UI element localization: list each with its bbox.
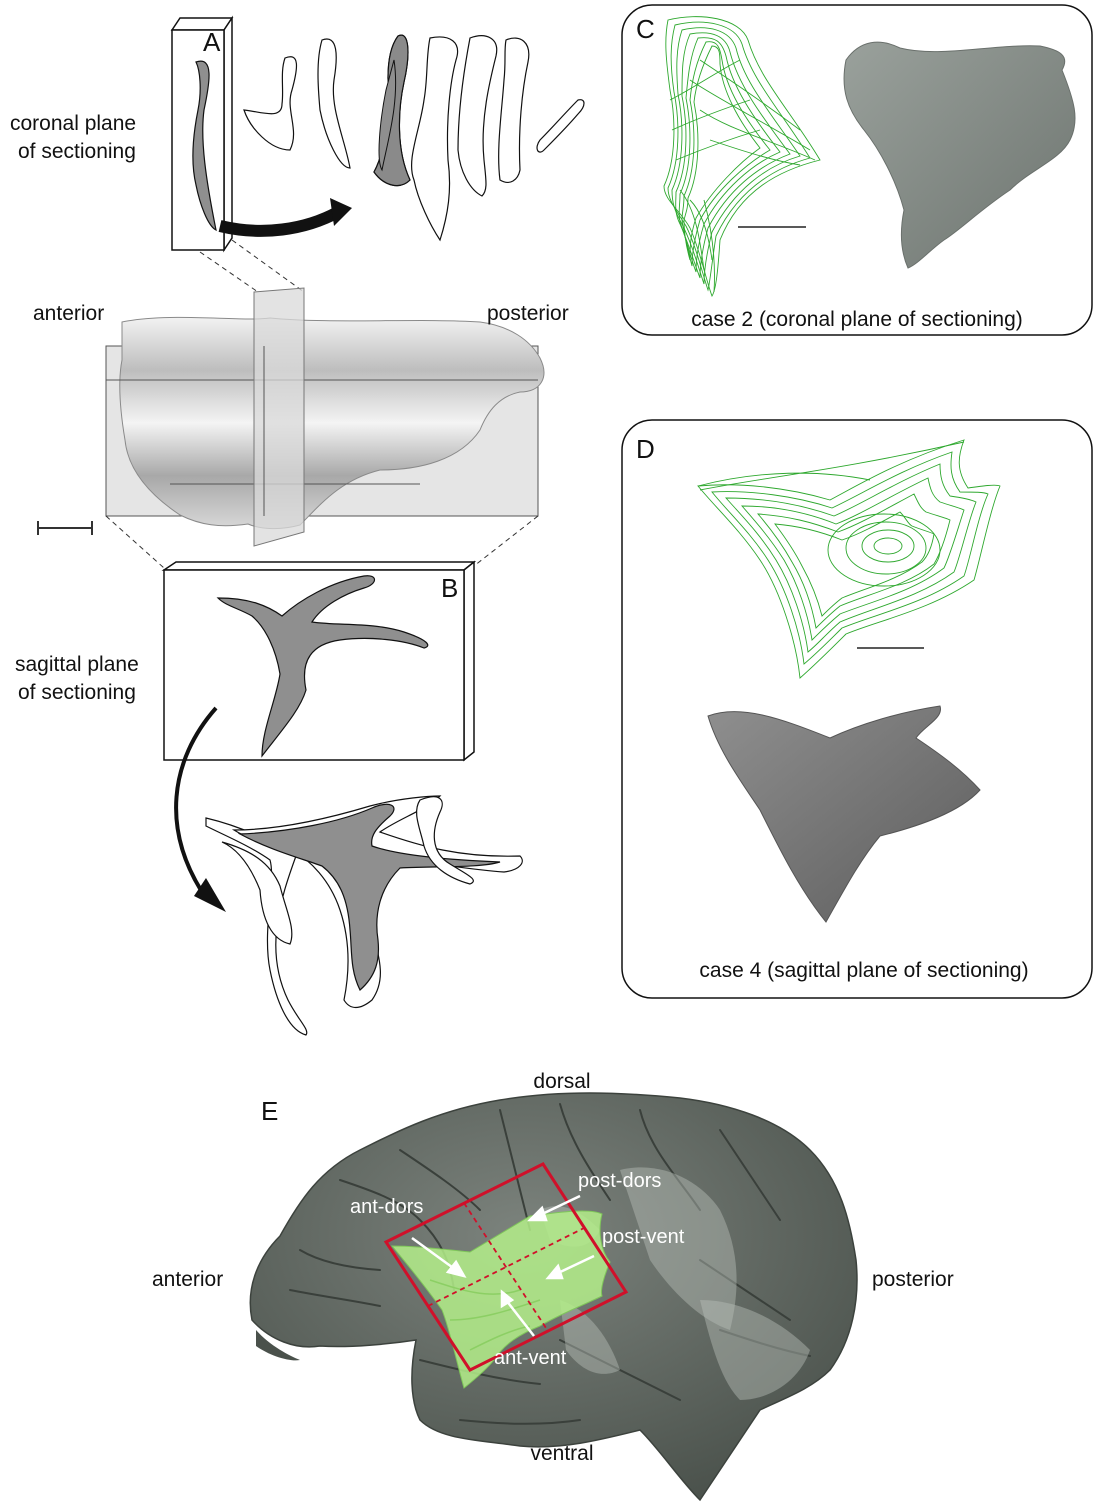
ant-dors-label: ant-dors [350, 1196, 423, 1218]
panel-c-caption: case 2 (coronal plane of sectioning) [691, 308, 1023, 331]
projection-lines-b [106, 516, 538, 568]
structure-3d: anterior posterior [33, 288, 569, 546]
sagittal-slab-top [164, 562, 474, 570]
dorsal-label: dorsal [533, 1070, 590, 1093]
panel-d-letter: D [636, 434, 655, 464]
anterior-label-brain: anterior [152, 1268, 223, 1291]
scale-bar-middle [38, 521, 92, 535]
panel-d-frame [622, 420, 1092, 998]
post-dors-label: post-dors [578, 1170, 661, 1192]
anterior-label-middle: anterior [33, 302, 104, 325]
panel-d-caption: case 4 (sagittal plane of sectioning) [699, 959, 1028, 982]
coronal-section-series [244, 35, 584, 240]
panel-c-letter: C [636, 14, 655, 44]
coronal-arrow [220, 212, 338, 231]
panel-a-letter: A [203, 27, 221, 57]
posterior-label-middle: posterior [487, 302, 569, 325]
coronal-plane-label-line2: of sectioning [18, 140, 136, 163]
panel-b-letter: B [441, 573, 458, 603]
coronal-plane-through [254, 288, 304, 546]
posterior-label-brain: posterior [872, 1268, 954, 1291]
coronal-plane-label-line1: coronal plane [10, 112, 136, 135]
sagittal-plane-label-line2: of sectioning [18, 681, 136, 704]
panel-c: C case 2 (coronal plane of sectioning) [622, 5, 1092, 335]
coronal-slab [172, 18, 232, 30]
panel-e: E dorsal ventral anterior posterior [152, 1070, 954, 1500]
panel-d: D case 4 (sagittal plane of sectioning) [622, 420, 1092, 998]
panel-a: A coronal plane of sectioning [10, 18, 584, 250]
panel-e-letter: E [261, 1096, 278, 1126]
sagittal-section-series [206, 796, 522, 1035]
post-vent-label: post-vent [602, 1226, 685, 1248]
sagittal-plane-label-line1: sagittal plane [15, 653, 139, 676]
ant-vent-label: ant-vent [494, 1347, 567, 1369]
panel-b: B sagittal plane of sectioning [15, 562, 522, 1035]
